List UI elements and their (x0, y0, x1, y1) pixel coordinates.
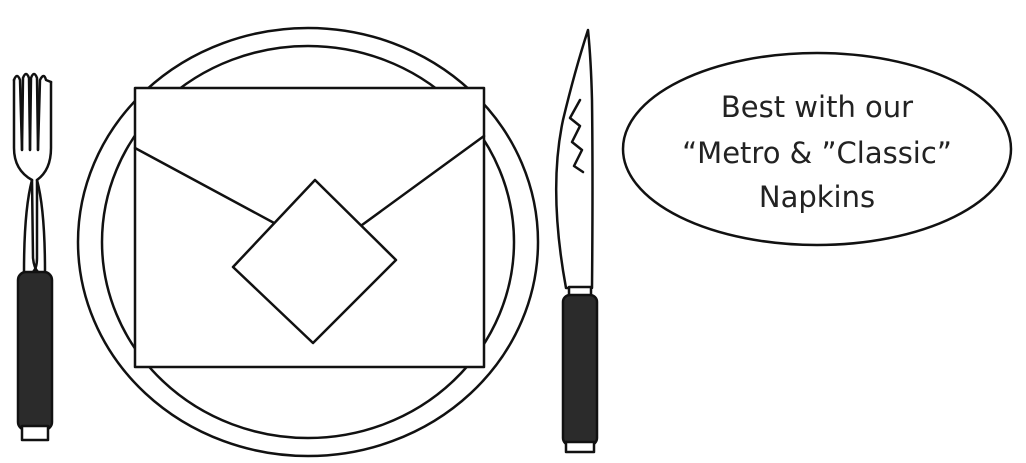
knife-blade (556, 30, 592, 288)
knife-endcap (566, 442, 594, 452)
napkin-icon (135, 88, 484, 367)
callout-bubble: Best with our “Metro & ”Classic” Napkins (623, 53, 1011, 245)
knife-handle (563, 295, 597, 445)
fork-icon (14, 74, 52, 440)
callout-line-2: “Metro & ”Classic” (682, 136, 952, 170)
fork-handle (18, 272, 52, 430)
callout-line-3: Napkins (759, 180, 875, 214)
knife-icon (556, 30, 597, 452)
fork-endcap (22, 426, 48, 440)
callout-line-1: Best with our (721, 90, 913, 124)
